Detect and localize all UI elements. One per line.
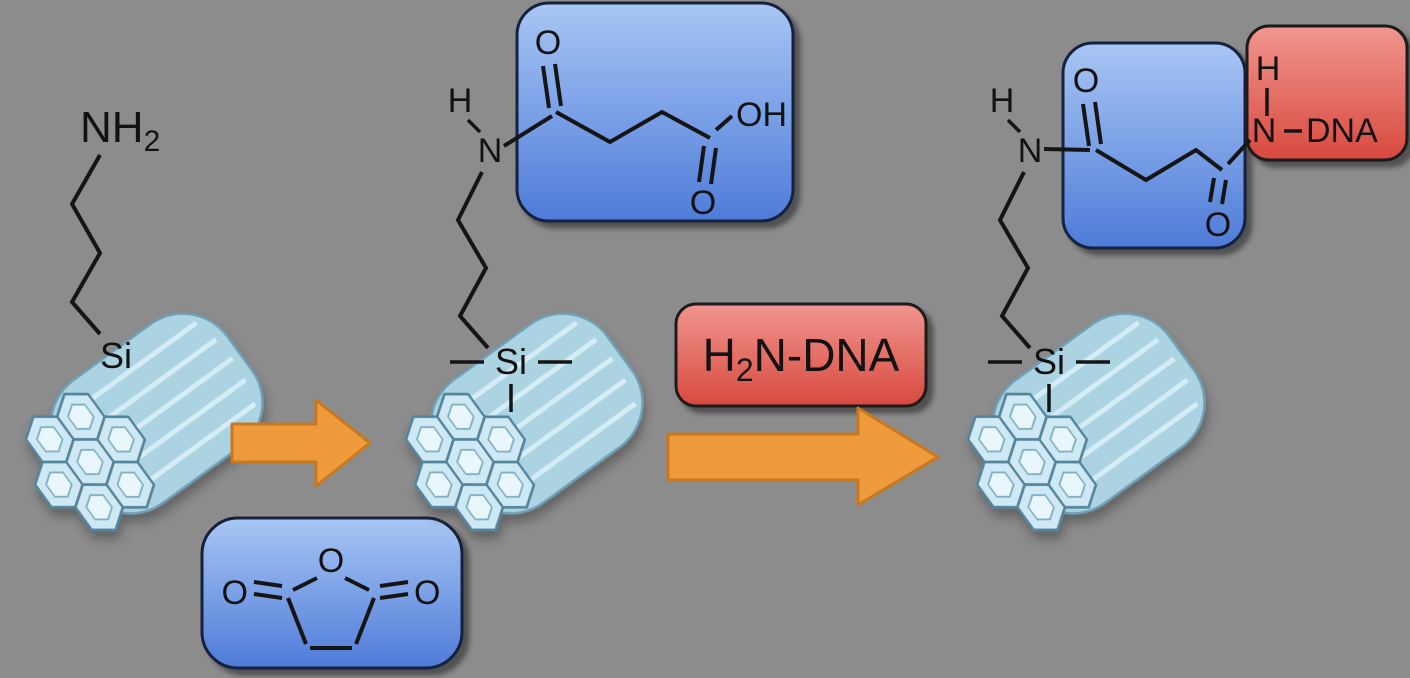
reaction-arrow-2 xyxy=(666,406,940,507)
amide-c1-double-bond-o xyxy=(1081,101,1103,147)
dna-hn-bonds xyxy=(1265,88,1302,133)
si-bond-dashes-right xyxy=(988,360,1110,412)
step3-dna-silica: H N O O H N DNA Si xyxy=(941,24,1409,557)
reaction-arrow-1 xyxy=(230,398,372,488)
si-label-middle: Si xyxy=(495,341,527,382)
si-label-left: Si xyxy=(100,335,132,376)
h2n-dna-panel xyxy=(674,302,928,408)
anhydride-panel xyxy=(200,516,464,670)
n-label-middle: N xyxy=(478,132,503,170)
propyl-chain-middle xyxy=(455,171,490,350)
n-c1-bond-right xyxy=(1043,147,1091,152)
step2-succinylated-silica: H N O OH O Si xyxy=(379,1,795,557)
dna-h-label: H xyxy=(1256,50,1281,88)
h-label-right: H xyxy=(990,82,1015,120)
anhydride-ring-bonds xyxy=(286,576,376,650)
succinate-c1-double-bond-o xyxy=(541,63,563,109)
o-top-label-middle: O xyxy=(535,24,561,62)
n-label-right: N xyxy=(1018,132,1043,170)
step1-amine-silica: NH2 Si xyxy=(0,103,284,557)
h-label-middle: H xyxy=(448,82,473,120)
succinate-chain-bonds xyxy=(555,109,711,145)
propyl-chain-right xyxy=(997,171,1032,350)
h-n-bond-middle xyxy=(466,118,482,134)
oh-label-middle: OH xyxy=(736,96,787,134)
o-bottom-label-right: O xyxy=(1205,206,1231,244)
propyl-chain-left xyxy=(69,154,103,336)
amide-c4-double-bond-o xyxy=(1208,177,1228,205)
amide-chain-bonds xyxy=(1094,147,1224,183)
si-bond-dashes-middle xyxy=(450,360,572,412)
succinate-c4-double-bond-o xyxy=(697,145,718,185)
succinate-c-oh-bond xyxy=(714,114,734,132)
succinic-anhydride-box: O O O xyxy=(200,516,464,670)
h2n-dna-label: H2N-DNA xyxy=(703,329,900,388)
dna-n-label: N xyxy=(1252,112,1277,150)
dna-label: DNA xyxy=(1306,112,1378,150)
o-bottom-label-middle: O xyxy=(690,184,716,222)
succinate-panel xyxy=(515,1,795,223)
nh2-label: NH2 xyxy=(80,103,160,158)
dna-panel xyxy=(1245,24,1409,162)
anhydride-carbonyl-double-bonds xyxy=(253,580,409,600)
h-n-bond-right xyxy=(1006,118,1022,134)
c4-n-dna-bond xyxy=(1226,138,1252,166)
anhydride-o-top-label: O xyxy=(318,542,344,580)
si-label-right: Si xyxy=(1033,341,1065,382)
anhydride-o-left-label: O xyxy=(222,574,248,612)
n-c1-bond-middle xyxy=(502,114,554,148)
o-top-label-right: O xyxy=(1073,62,1099,100)
anhydride-o-right-label: O xyxy=(414,574,440,612)
reagent-box: H2N-DNA xyxy=(674,302,928,408)
